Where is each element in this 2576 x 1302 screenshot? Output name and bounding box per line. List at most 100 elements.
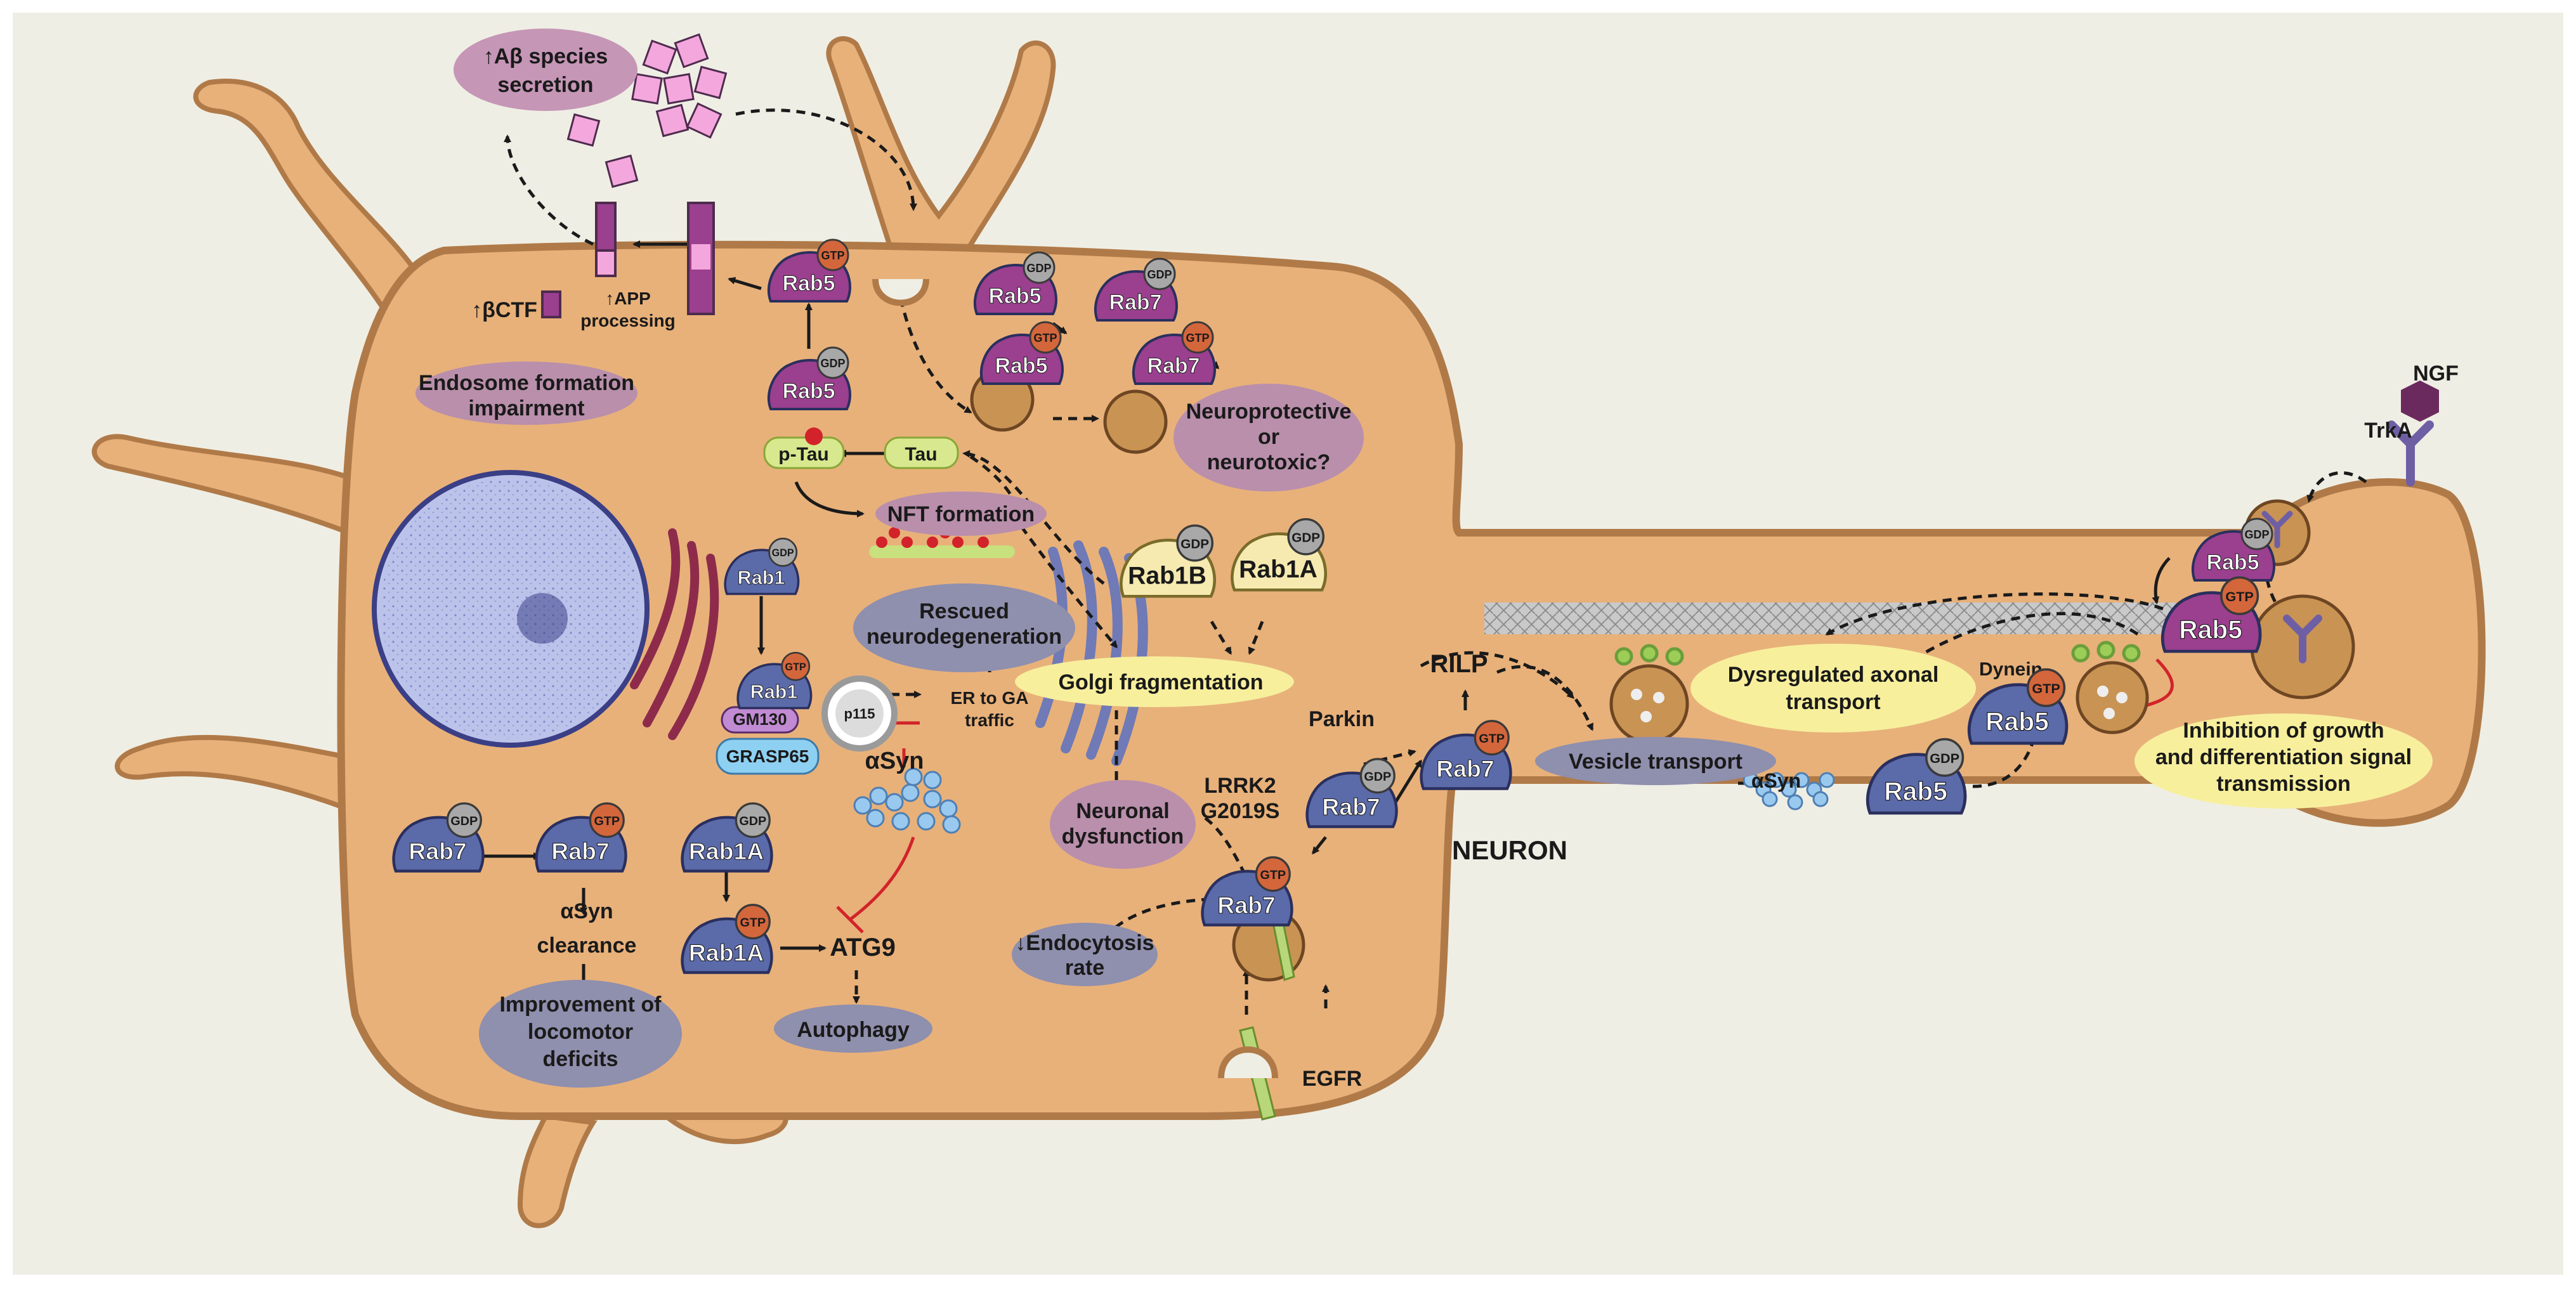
- gtp-nucleotide: [1255, 856, 1291, 892]
- rab-name-label: Rab1B: [1128, 563, 1206, 590]
- rab-name-label: Rab1: [750, 681, 798, 703]
- microtubule: [1484, 602, 2176, 634]
- rab-name-label: Rab7: [1147, 354, 1200, 378]
- dysregulated-line2: transport: [1786, 690, 1880, 714]
- gtp-nucleotide: [781, 651, 811, 681]
- gdp-nucleotide: [2240, 518, 2273, 550]
- nucleus-chromatin: [381, 479, 641, 739]
- grasp65-label: GRASP65: [726, 746, 809, 766]
- gdp-nucleotide: [1023, 251, 1056, 284]
- vesicle-transport-label: Vesicle transport: [1569, 750, 1742, 774]
- neuroprotective-line1: Neuroprotective: [1186, 400, 1352, 424]
- gdp-nucleotide: [446, 802, 482, 838]
- gdp-nucleotide: [816, 346, 849, 379]
- gtp-nucleotide: [2220, 576, 2259, 615]
- rab7-gtp-protein: GTP Rab7: [1132, 321, 1216, 385]
- locomotor-line2: locomotor: [528, 1020, 633, 1044]
- ptau-label: p-Tau: [778, 444, 828, 465]
- gdp-label: GDP: [1364, 770, 1391, 784]
- endoplasmic-reticulum: [630, 528, 719, 740]
- oval-vesicle-transport: [1535, 737, 1776, 785]
- rab-name-label: Rab5: [1985, 707, 2049, 736]
- endosome-impairment-line2: impairment: [468, 396, 584, 420]
- gtp-label: GTP: [1033, 332, 1057, 344]
- nft-label: NFT formation: [887, 502, 1035, 526]
- gdp-label: GDP: [739, 814, 766, 828]
- gdp-label: GDP: [1930, 750, 1959, 766]
- rab5-gtp-protein: GTP Rab5: [979, 321, 1064, 385]
- app-processing-line1: ↑APP: [605, 289, 651, 308]
- endocytosis-line2: rate: [1065, 956, 1104, 980]
- gdp-nucleotide: [1287, 518, 1325, 556]
- rab-name-label: Rab7: [1109, 290, 1161, 315]
- gtp-label: GTP: [2032, 680, 2060, 696]
- lrrk2-line1: LRRK2: [1204, 774, 1276, 798]
- abeta-secretion-line2: secretion: [497, 73, 593, 97]
- nucleolus: [517, 593, 568, 644]
- rescued-line1: Rescued: [919, 599, 1009, 623]
- rab-name-label: Rab1A: [689, 939, 764, 966]
- neuroprotective-line2: or: [1258, 425, 1279, 449]
- trka-internalized: [2283, 615, 2322, 663]
- asyn-clearance-line2: clearance: [537, 934, 637, 958]
- oval-locomotor: [479, 980, 682, 1088]
- golgi-frag-label: Golgi fragmentation: [1059, 670, 1264, 694]
- gdp-nucleotide: [1143, 257, 1176, 290]
- oval-neuroprotective: [1174, 384, 1364, 492]
- asyn-axon-label: αSyn: [1751, 769, 1801, 792]
- dynein-motors: [1614, 641, 2141, 666]
- rilp-label: RILP: [1430, 650, 1487, 678]
- trka-endosome: [2261, 511, 2293, 549]
- endocytosis-line1: ↓Endocytosis: [1015, 931, 1154, 955]
- er-ga-line2: traffic: [965, 710, 1014, 730]
- gtp-label: GTP: [2225, 589, 2253, 604]
- rab-name-label: Rab1: [738, 567, 785, 589]
- rescued-line2: neurodegeneration: [866, 625, 1062, 649]
- gtp-nucleotide: [1181, 321, 1214, 354]
- gdp-label: GDP: [772, 547, 794, 559]
- oval-neuronal-dysfunction: [1050, 780, 1196, 869]
- rab-name-label: Rab5: [988, 284, 1041, 308]
- grasp65-shape: [716, 738, 820, 775]
- oval-autophagy: [774, 1005, 932, 1053]
- gtp-label: GTP: [821, 249, 844, 262]
- gdp-nucleotide: [1925, 738, 1965, 777]
- locomotor-line3: deficits: [542, 1047, 618, 1071]
- phospho-dot: [805, 427, 823, 445]
- gtp-nucleotide: [816, 238, 849, 271]
- oval-dysregulated: [1690, 644, 1976, 732]
- endosome-impairment-line1: Endosome formation: [419, 371, 634, 395]
- gtp-label: GTP: [1479, 732, 1505, 746]
- gdp-nucleotide: [1176, 524, 1214, 562]
- neuroprotective-line3: neurotoxic?: [1207, 450, 1331, 474]
- tau-label: Tau: [905, 444, 937, 465]
- gdp-nucleotide: [1359, 758, 1396, 794]
- gtp-nucleotide: [2027, 668, 2066, 707]
- dysregulated-line1: Dysregulated axonal: [1728, 663, 1939, 687]
- gtp-label: GTP: [594, 814, 620, 828]
- oval-rescued: [853, 583, 1075, 672]
- gdp-label: GDP: [2244, 528, 2269, 541]
- gtp-label: GTP: [1186, 332, 1209, 344]
- rab-name-label: Rab5: [995, 354, 1047, 378]
- vesicle-cargo: [1631, 686, 2128, 722]
- ngf-ligand: [2401, 381, 2439, 422]
- rab-name-label: Rab5: [782, 379, 835, 403]
- gdp-label: GDP: [450, 814, 478, 828]
- oval-endosome-impairment: [415, 361, 637, 425]
- gdp-label: GDP: [1291, 530, 1320, 545]
- ngf-label: NGF: [2413, 361, 2459, 386]
- neuron-title: NEURON: [1452, 835, 1567, 865]
